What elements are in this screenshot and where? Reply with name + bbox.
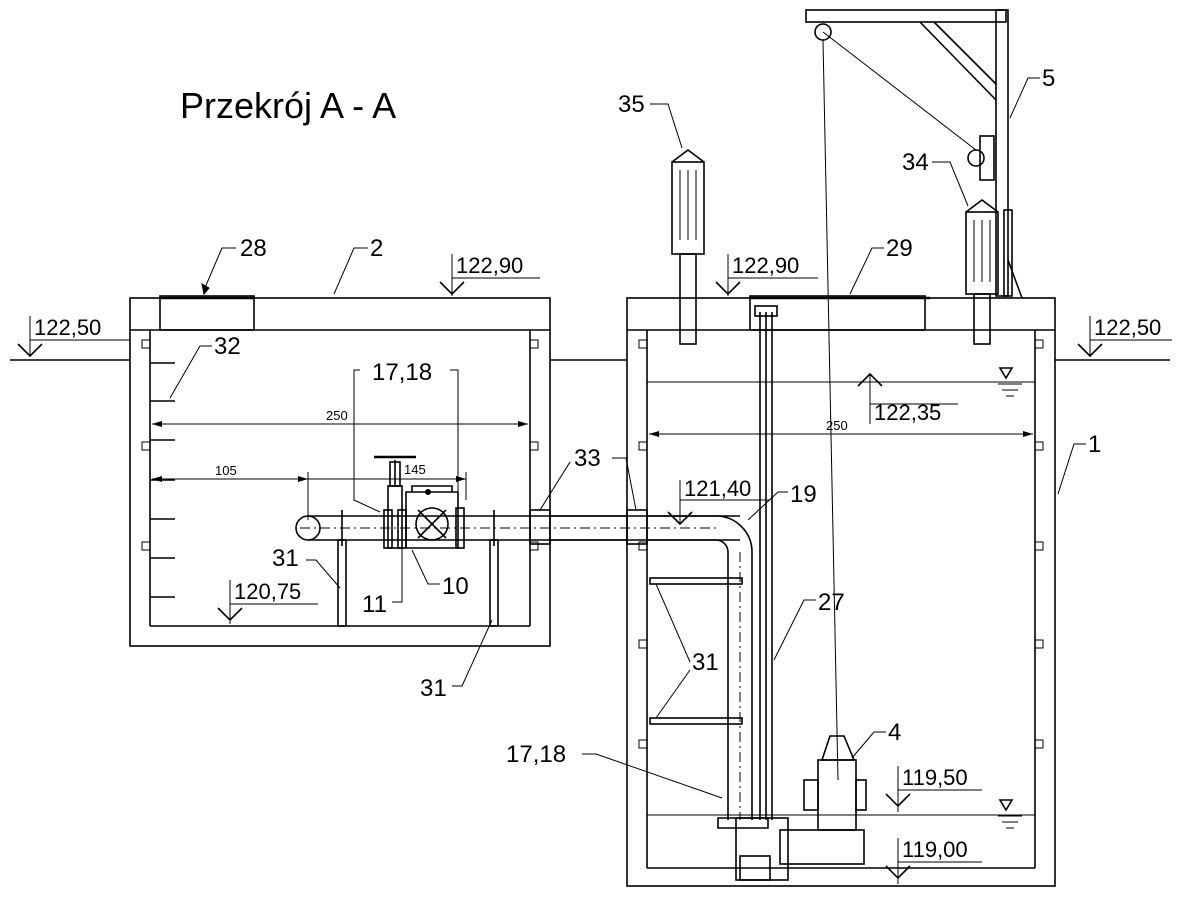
elevation-water-top: 122,35 (857, 372, 958, 425)
wall-passage (529, 509, 648, 545)
elevation-cover-left: 122,90 (439, 253, 540, 296)
dimension-label-250-right: 250 (826, 418, 848, 433)
elevation-pump-start: 119,50 (885, 765, 982, 812)
elevation-label-cover-left: 122,90 (456, 253, 523, 278)
elevation-cover-right: 122,90 (715, 253, 818, 296)
check-valve (405, 485, 465, 549)
elevation-ground-left: 122,50 (17, 315, 130, 358)
riser-pipe (640, 515, 753, 820)
callout-31-right: 31 (692, 649, 719, 676)
elevation-chamber-floor: 120,75 (217, 579, 318, 624)
crane-davit (805, 9, 1023, 781)
callout-28: 28 (240, 235, 267, 262)
callout-17-18-top: 17,18 (372, 359, 432, 386)
callout-34: 34 (902, 149, 929, 176)
valve-chamber (129, 295, 551, 647)
vent-pipe-35 (671, 149, 705, 345)
elevation-label-ground-right: 122,50 (1094, 315, 1161, 340)
callout-31-left: 31 (272, 545, 299, 572)
callout-35: 35 (618, 91, 645, 118)
callout-33: 33 (574, 445, 601, 472)
dimension-label-250-left: 250 (326, 408, 348, 423)
pipe-supports-right (649, 577, 743, 725)
elevation-pump-stop: 119,00 (885, 837, 982, 884)
pump-chamber (626, 295, 1056, 887)
dimension-left-width: 250 (152, 408, 528, 427)
callout-17-18-bottom: 17,18 (506, 741, 566, 768)
dimension-label-145: 145 (404, 462, 426, 477)
callout-5: 5 (1042, 65, 1055, 92)
section-title: Przekrój A - A (180, 85, 396, 126)
connecting-pipe (550, 515, 627, 541)
dimension-right-width: 250 (649, 418, 1033, 437)
elevation-label-pipe: 121,40 (684, 476, 751, 501)
guide-rail (754, 305, 778, 820)
dimension-label-105: 105 (215, 463, 237, 478)
callout-31-bottom: 31 (420, 675, 447, 702)
callout-leaders (169, 77, 1086, 799)
elevation-label-water-top: 122,35 (874, 400, 941, 425)
water-level-markers (998, 367, 1022, 829)
callout-1: 1 (1088, 431, 1101, 458)
elevation-label-ground-left: 122,50 (34, 315, 101, 340)
elevation-label-pump-start: 119,50 (902, 765, 968, 790)
callout-29: 29 (886, 235, 913, 262)
elevation-label-cover-right: 122,90 (732, 253, 799, 278)
elevation-label-pump-stop: 119,00 (902, 837, 968, 862)
vent-pipe-34 (965, 199, 999, 345)
callout-19: 19 (790, 481, 817, 508)
ladder-rungs (150, 362, 175, 598)
callout-11: 11 (362, 591, 387, 618)
callout-27: 27 (818, 589, 845, 616)
callout-4: 4 (888, 719, 901, 746)
elevation-pipe-level: 121,40 (667, 476, 770, 526)
elevation-ground-right: 122,50 (1077, 315, 1172, 358)
elevation-label-floor: 120,75 (234, 579, 301, 604)
callout-32: 32 (214, 333, 241, 360)
dimension-offsets: 105 145 (152, 462, 467, 520)
callout-10: 10 (442, 573, 469, 600)
callout-2: 2 (370, 235, 383, 262)
submersible-pump (717, 735, 867, 881)
